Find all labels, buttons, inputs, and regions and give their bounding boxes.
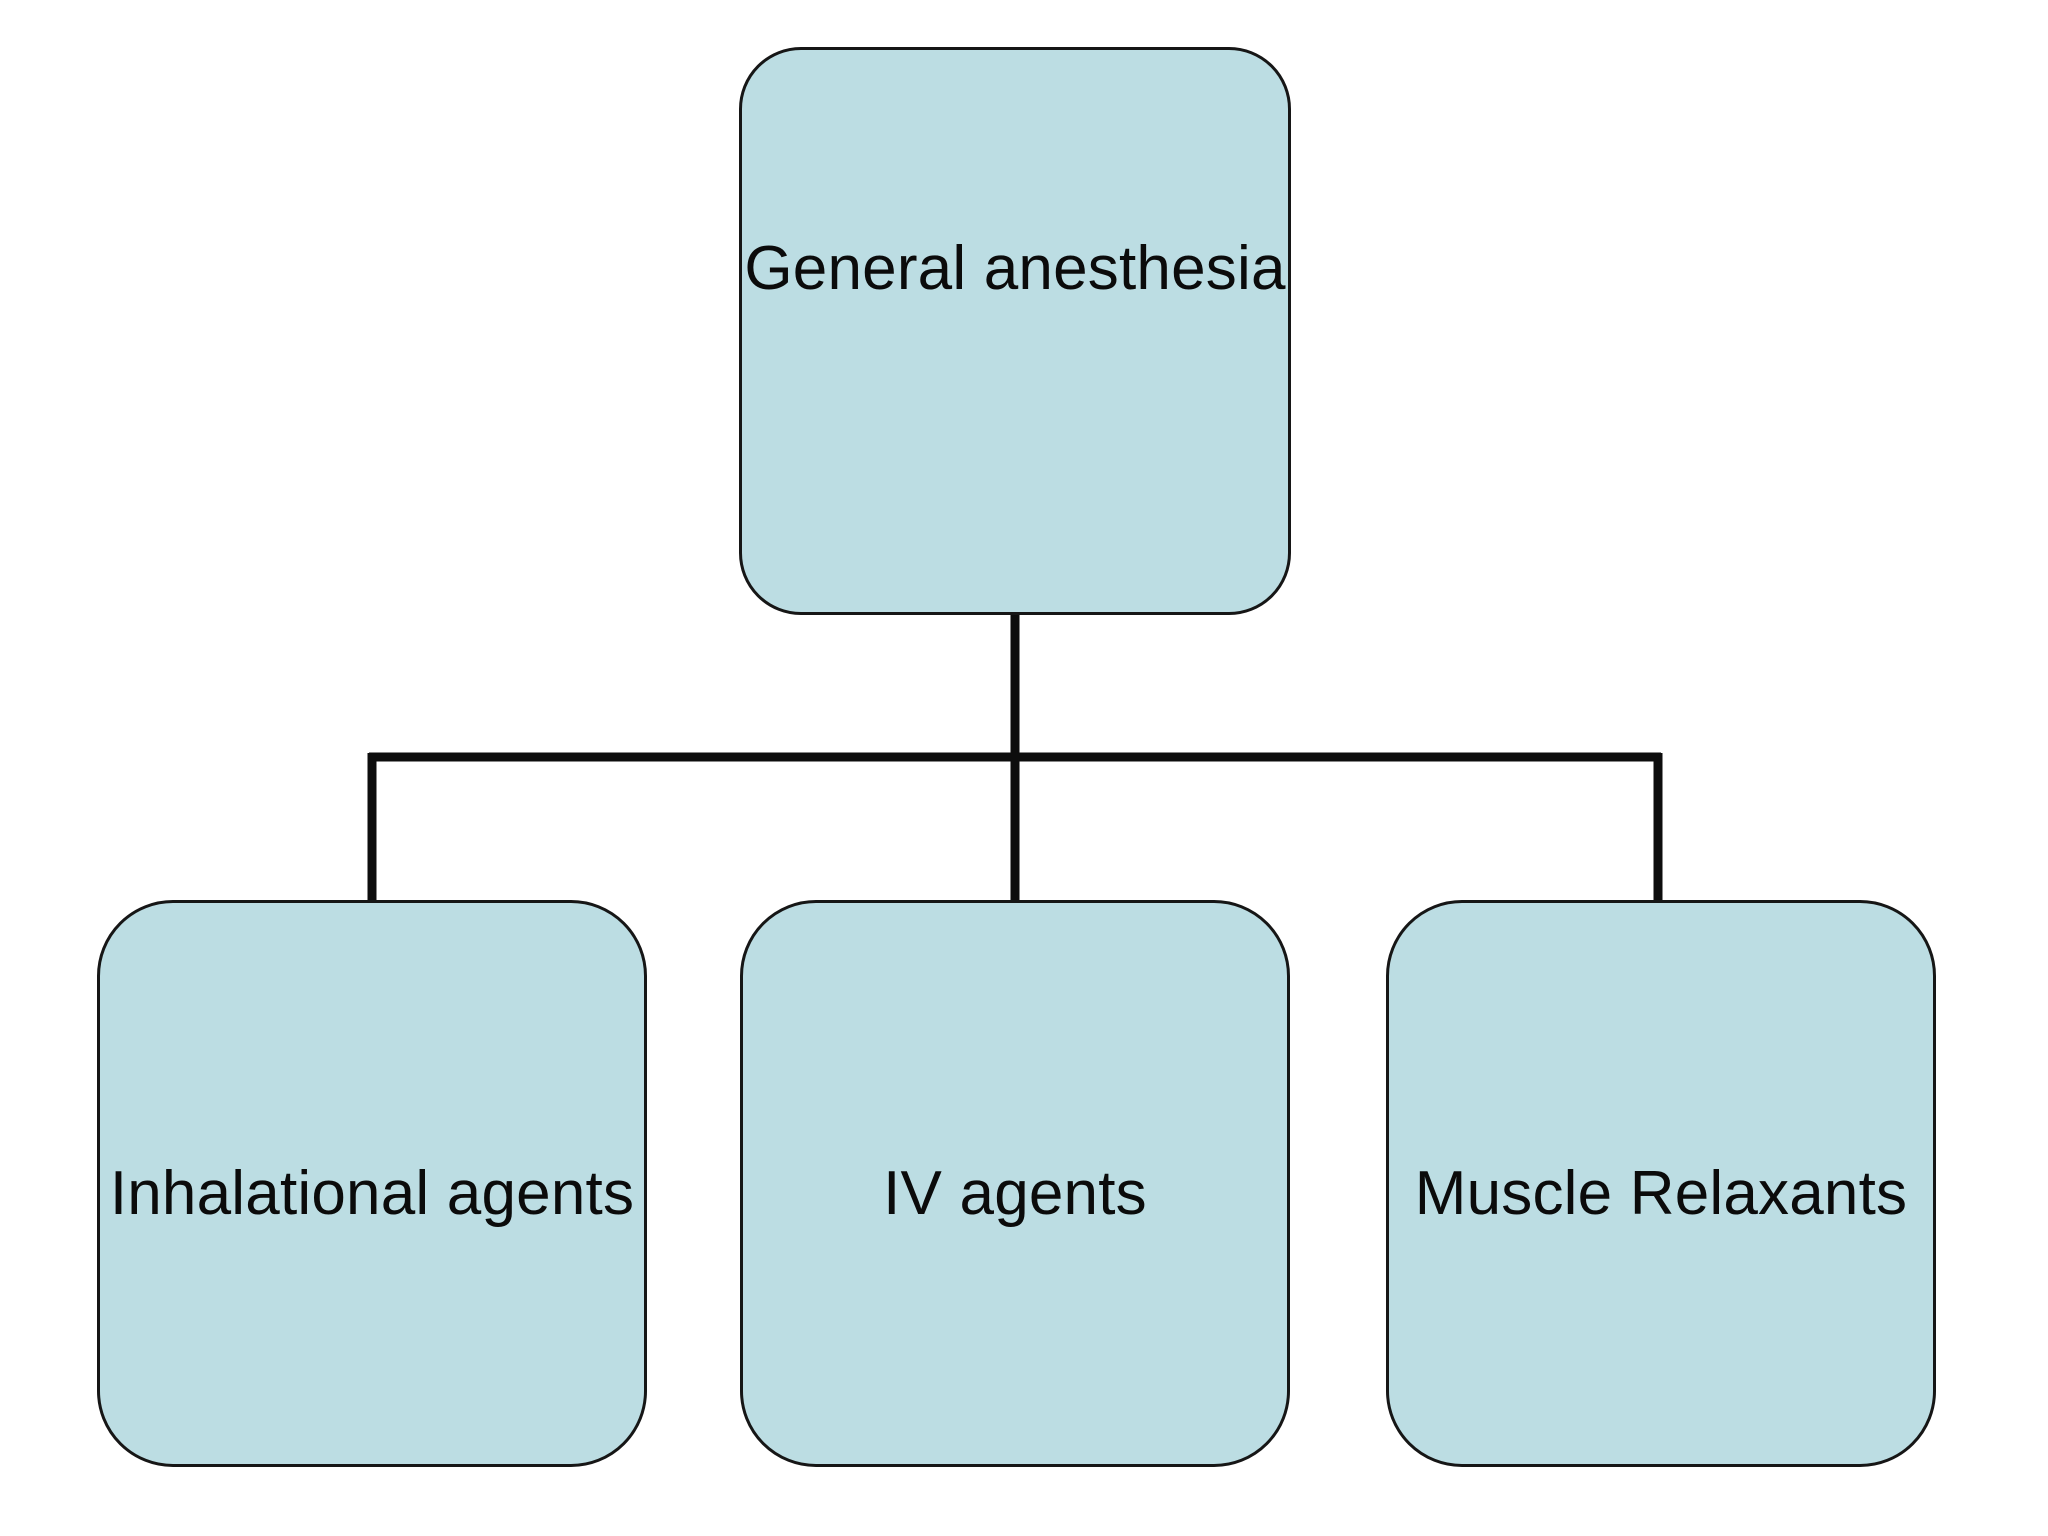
node-label-inhalational-agents: Inhalational agents <box>109 1159 635 1228</box>
node-muscle-relaxants[interactable]: Muscle Relaxants <box>1386 900 1936 1467</box>
node-iv-agents[interactable]: IV agents <box>740 900 1290 1467</box>
node-inhalational-agents[interactable]: Inhalational agents <box>97 900 647 1467</box>
node-label-muscle-relaxants: Muscle Relaxants <box>1414 1159 1908 1228</box>
node-label-general-anesthesia: General anesthesia <box>744 234 1286 303</box>
node-general-anesthesia[interactable]: General anesthesia <box>739 47 1291 615</box>
node-label-iv-agents: IV agents <box>883 1159 1147 1228</box>
